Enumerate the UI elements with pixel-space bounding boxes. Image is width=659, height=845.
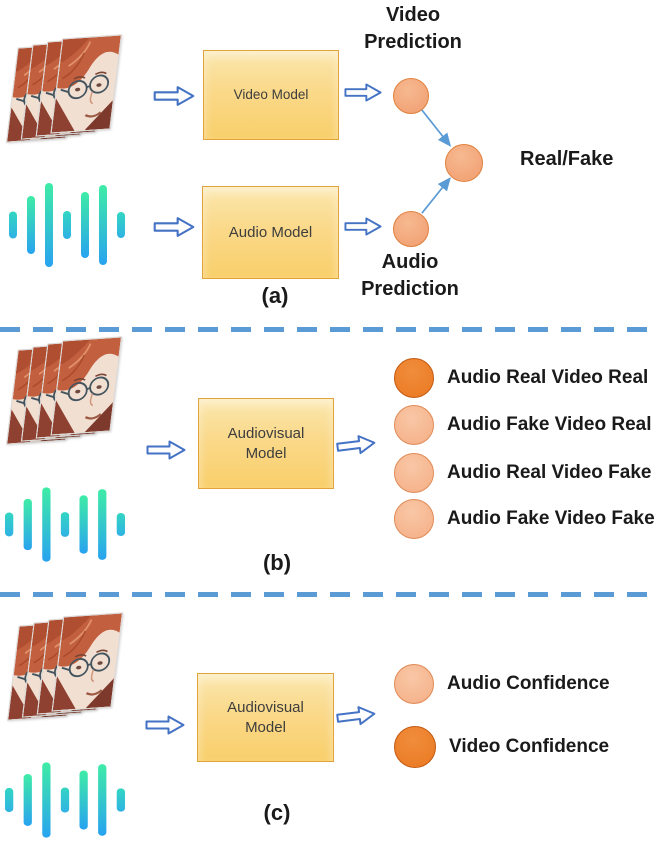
audio-prediction-label: Audio Prediction — [361, 251, 459, 300]
output-row: Audio Fake Video Real — [394, 405, 651, 445]
output-label: Audio Real Video Real — [447, 367, 649, 388]
panel-separator — [0, 592, 659, 597]
audiovisual-model-box: Audiovisual Model — [198, 398, 334, 489]
flow-arrow-icon — [153, 217, 195, 237]
audiovisual-model-label: Audiovisual Model — [227, 698, 304, 736]
output-node — [394, 453, 434, 493]
output-node — [394, 726, 436, 768]
flow-arrow-icon — [344, 83, 382, 102]
video-model-label: Video Model — [233, 87, 309, 102]
output-node — [394, 358, 434, 398]
output-node — [394, 664, 434, 704]
output-row: Video Confidence — [394, 726, 609, 768]
video-frames-icon — [5, 34, 136, 157]
panel-separator — [0, 327, 659, 332]
audio-waveform-icon — [9, 183, 125, 267]
output-node — [394, 499, 434, 539]
output-row: Audio Real Video Fake — [394, 453, 651, 493]
output-label: Video Confidence — [449, 736, 610, 757]
audio-prediction-node — [393, 211, 429, 247]
output-row: Audio Fake Video Fake — [394, 499, 655, 539]
caption-a: (a) — [261, 283, 289, 308]
output-node — [394, 405, 434, 445]
caption-c: (c) — [263, 800, 291, 825]
video-frames-icon — [7, 612, 137, 732]
output-row: Audio Real Video Real — [394, 358, 648, 398]
real-fake-label: Real/Fake — [520, 148, 614, 170]
video-frames-icon — [6, 336, 136, 456]
audio-waveform-icon — [5, 487, 125, 562]
fusion-node — [445, 144, 483, 182]
audio-model-box: Audio Model — [202, 186, 339, 279]
flow-arrow-icon — [145, 715, 185, 735]
flow-arrow-icon — [335, 433, 377, 457]
output-label: Audio Confidence — [447, 673, 610, 694]
audio-waveform-icon — [5, 762, 125, 838]
output-label: Audio Fake Video Real — [447, 414, 652, 435]
flow-arrow-icon — [335, 704, 377, 728]
flow-arrow-icon — [146, 440, 186, 460]
flow-arrow-icon — [344, 217, 382, 236]
output-label: Audio Real Video Fake — [447, 462, 652, 483]
audio-model-label: Audio Model — [228, 223, 313, 241]
output-label: Audio Fake Video Fake — [447, 508, 655, 529]
caption-b: (b) — [262, 550, 292, 575]
output-row: Audio Confidence — [394, 664, 610, 704]
flow-arrow-icon — [153, 86, 195, 106]
audiovisual-model-label: Audiovisual Model — [227, 424, 305, 462]
video-model-box: Video Model — [203, 50, 339, 140]
video-prediction-label: Video Prediction — [364, 4, 462, 53]
audiovisual-model-box: Audiovisual Model — [197, 673, 334, 762]
merge-arrow-icon — [421, 109, 452, 214]
video-prediction-node — [393, 78, 429, 114]
